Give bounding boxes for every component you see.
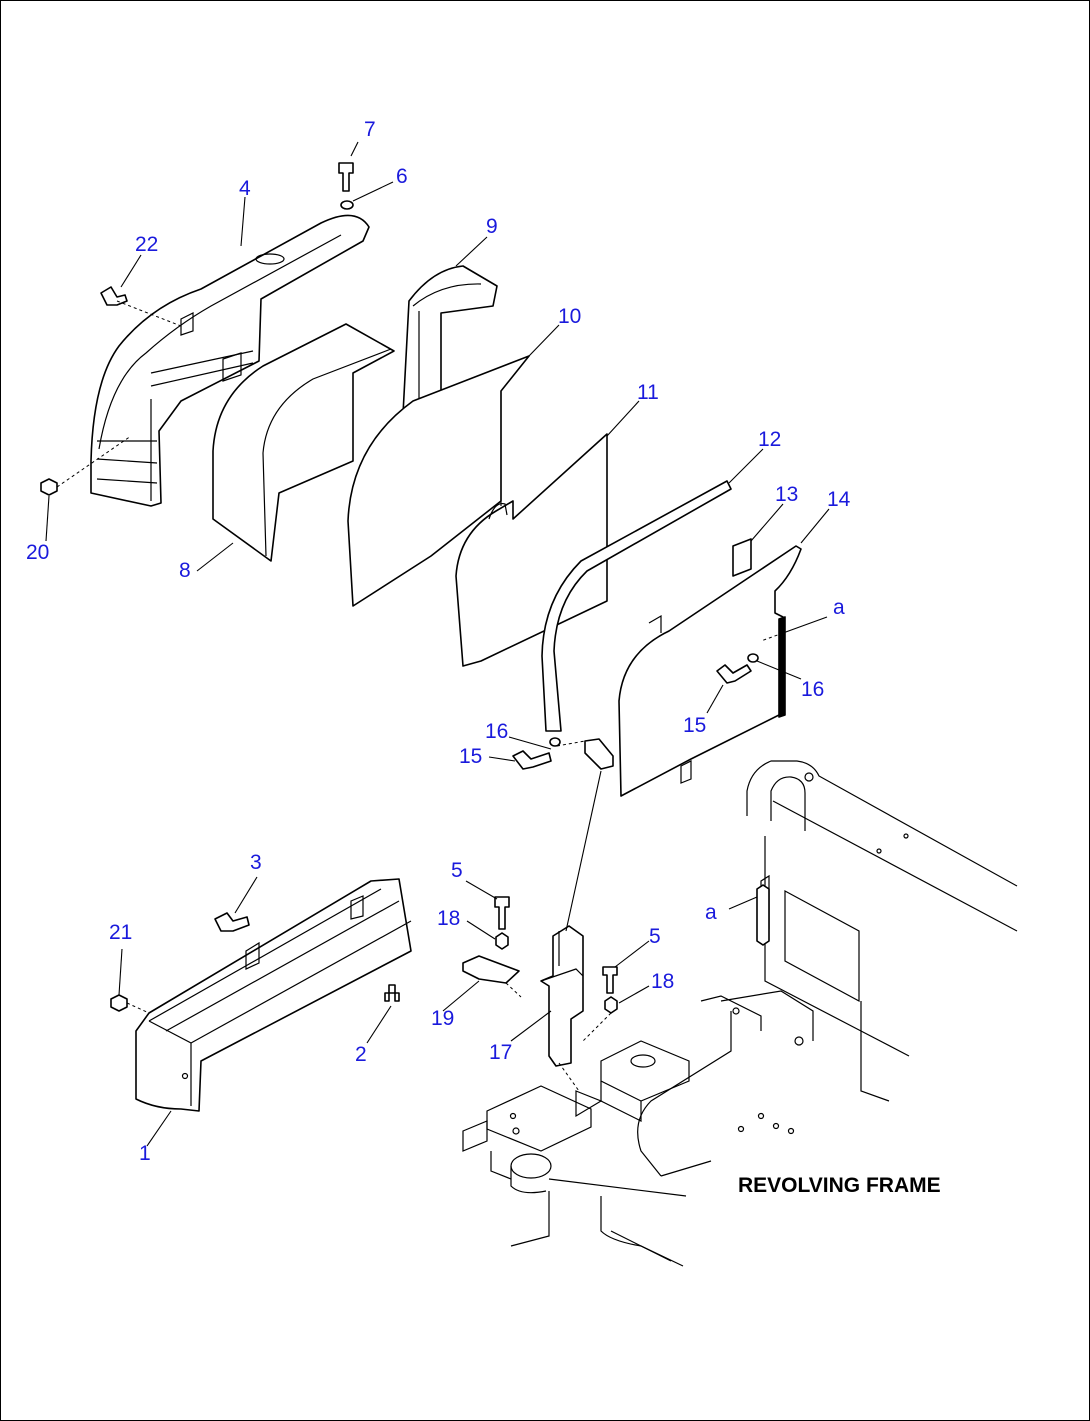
callout-7: 7: [364, 118, 376, 141]
callout-16-left: 16: [485, 720, 508, 743]
callout-19: 19: [431, 1007, 454, 1030]
edge-a-strip: [778, 616, 786, 718]
callout-21: 21: [109, 921, 132, 944]
fastener-15a-bolt: [512, 750, 552, 770]
callout-14: 14: [827, 488, 851, 511]
callout-6: 6: [396, 165, 408, 188]
callout-9: 9: [486, 215, 498, 238]
leader-lines: [45, 141, 830, 1147]
fastener-18a-nut: [495, 932, 509, 950]
fastener-a-pin: [756, 884, 770, 946]
part-10-panel: [347, 355, 530, 607]
callout-5-left: 5: [451, 859, 463, 882]
callout-15-left: 15: [459, 745, 482, 768]
part-1-cover: [135, 878, 412, 1112]
callout-8: 8: [179, 559, 191, 582]
part-19-plate: [462, 955, 520, 984]
callout-4: 4: [239, 177, 251, 200]
fastener-5b-bolt: [602, 966, 618, 994]
callout-13: 13: [775, 483, 798, 506]
callout-2: 2: [355, 1043, 367, 1066]
callout-3: 3: [250, 851, 262, 874]
callout-10: 10: [558, 305, 581, 328]
callout-11: 11: [637, 381, 659, 404]
callout-18-right: 18: [651, 970, 674, 993]
part-13-tab: [732, 538, 752, 577]
fastener-16a-washer: [549, 737, 561, 747]
fastener-22-bolt: [100, 286, 128, 306]
callout-15-right: 15: [683, 714, 706, 737]
revolving-frame: [462, 760, 1018, 1267]
part-8-cover: [212, 323, 395, 562]
callout-1: 1: [139, 1142, 151, 1165]
part-4-cover: [90, 214, 370, 507]
fastener-15b-bolt: [716, 664, 752, 684]
callout-labels: 7 6 4 22 9 10 11 12 13 14 a 16 15 16 15 …: [26, 118, 851, 1165]
callout-18-left: 18: [437, 907, 460, 930]
fastener-7-bolt: [338, 162, 354, 192]
part-17-bracket: [540, 925, 584, 1067]
callout-5-right: 5: [649, 925, 661, 948]
bracket-16: [584, 738, 614, 770]
fastener-18b-nut: [604, 996, 618, 1014]
callout-17: 17: [489, 1041, 512, 1064]
fastener-16b-washer: [747, 653, 759, 663]
callout-16-right: 16: [801, 678, 824, 701]
callout-a-lower: a: [705, 901, 717, 924]
fastener-21-nut: [110, 994, 128, 1012]
callout-12: 12: [758, 428, 781, 451]
part-9-cover: [402, 265, 498, 415]
caption-revolving-frame: REVOLVING FRAME: [738, 1174, 941, 1197]
fastener-3-bolt: [214, 912, 250, 932]
callout-22: 22: [135, 233, 158, 256]
fastener-2-bolt: [384, 984, 400, 1002]
callout-20: 20: [26, 541, 49, 564]
fastener-6-washer: [340, 200, 354, 210]
callout-a-upper: a: [833, 596, 845, 619]
fastener-20-nut: [40, 478, 58, 496]
part-11-panel: [455, 433, 608, 667]
fastener-5a-bolt: [494, 896, 510, 930]
part-12-strip: [541, 480, 732, 732]
part-14-panel: [618, 545, 802, 797]
